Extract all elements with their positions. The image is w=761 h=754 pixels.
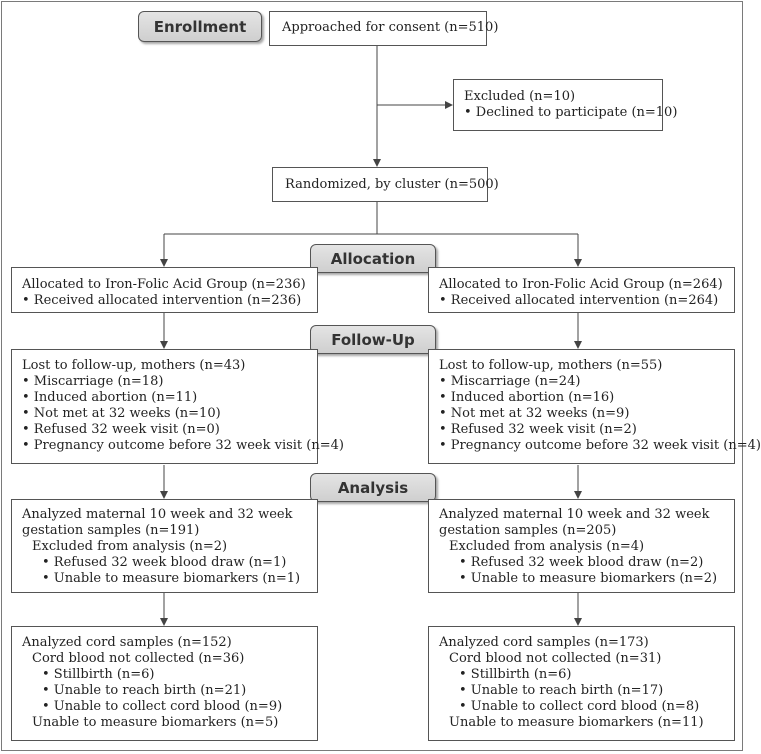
right-followup-line: • Not met at 32 weeks (n=9) [439, 406, 630, 421]
stage-label-analysis: Analysis [310, 473, 436, 502]
right-allocation-line: • Received allocated intervention (n=264… [439, 293, 719, 308]
right-analysis-line: gestation samples (n=205) [439, 523, 617, 538]
right-followup-line: • Refused 32 week visit (n=2) [439, 422, 637, 437]
left-followup-line: • Pregnancy outcome before 32 week visit… [22, 438, 344, 453]
right-cord-line: Cord blood not collected (n=31) [449, 651, 662, 666]
left-allocation-line: • Received allocated intervention (n=236… [22, 293, 302, 308]
left-analysis-line: gestation samples (n=191) [22, 523, 200, 538]
right-followup-line: Lost to follow-up, mothers (n=55) [439, 358, 663, 373]
left-cord-line: Analyzed cord samples (n=152) [22, 635, 232, 650]
right-analysis-line: Analyzed maternal 10 week and 32 week [439, 507, 710, 522]
right-analysis-line: Excluded from analysis (n=4) [449, 539, 645, 554]
right-analysis-line: • Refused 32 week blood draw (n=2) [459, 555, 704, 570]
right-followup-line: • Induced abortion (n=16) [439, 390, 615, 405]
left-cord-line: Unable to measure biomarkers (n=5) [32, 715, 279, 730]
right-cord-line: • Unable to collect cord blood (n=8) [459, 699, 700, 714]
stage-label-follow-up: Follow-Up [310, 325, 436, 354]
left-followup-line: Lost to follow-up, mothers (n=43) [22, 358, 246, 373]
randomized-text: Randomized, by cluster (n=500) [285, 177, 499, 192]
randomized-box: Randomized, by cluster (n=500) [272, 167, 499, 202]
left-followup-line: • Induced abortion (n=11) [22, 390, 198, 405]
left-followup-line: • Miscarriage (n=18) [22, 374, 164, 389]
left-cord-line: Cord blood not collected (n=36) [32, 651, 245, 666]
left-analysis-line: Excluded from analysis (n=2) [32, 539, 228, 554]
right-cord-line: Unable to measure biomarkers (n=11) [449, 715, 704, 730]
excluded-box: Excluded (n=10) • Declined to participat… [453, 79, 678, 131]
stage-label-enrollment: Enrollment [138, 11, 262, 42]
right-cord-box: Analyzed cord samples (n=173) Cord blood… [428, 626, 735, 741]
right-cord-line: • Unable to reach birth (n=17) [459, 683, 664, 698]
right-followup-box: Lost to follow-up, mothers (n=55) • Misc… [428, 349, 761, 464]
right-allocation-line: Allocated to Iron-Folic Acid Group (n=26… [439, 277, 723, 292]
left-analysis-line: • Refused 32 week blood draw (n=1) [42, 555, 287, 570]
left-allocation-box: Allocated to Iron-Folic Acid Group (n=23… [11, 267, 318, 313]
left-cord-box: Analyzed cord samples (n=152) Cord blood… [11, 626, 318, 741]
left-analysis-line: Analyzed maternal 10 week and 32 week [22, 507, 293, 522]
right-analysis-line: • Unable to measure biomarkers (n=2) [459, 571, 718, 586]
right-analysis-box: Analyzed maternal 10 week and 32 week ge… [428, 499, 735, 593]
left-cord-line: • Unable to reach birth (n=21) [42, 683, 247, 698]
right-cord-line: • Stillbirth (n=6) [459, 667, 572, 682]
stage-label-allocation: Allocation [310, 244, 436, 273]
diagram-frame [1, 1, 743, 751]
left-followup-line: • Refused 32 week visit (n=0) [22, 422, 220, 437]
approached-text: Approached for consent (n=510) [282, 20, 499, 35]
approached-box: Approached for consent (n=510) [269, 11, 499, 46]
left-followup-line: • Not met at 32 weeks (n=10) [22, 406, 221, 421]
left-cord-line: • Unable to collect cord blood (n=9) [42, 699, 283, 714]
left-cord-line: • Stillbirth (n=6) [42, 667, 155, 682]
left-allocation-line: Allocated to Iron-Folic Acid Group (n=23… [22, 277, 306, 292]
right-followup-line: • Miscarriage (n=24) [439, 374, 581, 389]
right-cord-line: Analyzed cord samples (n=173) [439, 635, 649, 650]
right-allocation-box: Allocated to Iron-Folic Acid Group (n=26… [428, 267, 735, 313]
excluded-item: • Declined to participate (n=10) [464, 105, 678, 120]
left-followup-box: Lost to follow-up, mothers (n=43) • Misc… [11, 349, 344, 464]
excluded-title: Excluded (n=10) [464, 89, 576, 104]
right-followup-line: • Pregnancy outcome before 32 week visit… [439, 438, 761, 453]
left-analysis-line: • Unable to measure biomarkers (n=1) [42, 571, 301, 586]
left-analysis-box: Analyzed maternal 10 week and 32 week ge… [11, 499, 318, 593]
